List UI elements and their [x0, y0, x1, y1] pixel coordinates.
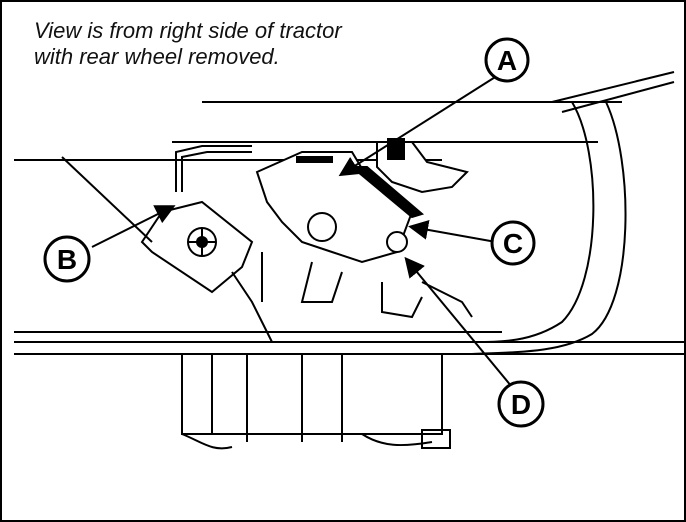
fender [471, 71, 675, 355]
callout-b-label: B [57, 244, 77, 275]
figure-caption: View is from right side of tractor with … [34, 18, 342, 70]
callout-a-label: A [497, 45, 517, 76]
callout-d: D [497, 380, 545, 428]
callout-leaders [91, 73, 513, 388]
caption-line-2: with rear wheel removed. [34, 44, 280, 69]
callout-c: C [490, 220, 536, 266]
left-bracket [61, 145, 254, 294]
callout-c-label: C [503, 228, 523, 259]
caption-line-1: View is from right side of tractor [34, 18, 342, 43]
callout-d-label: D [511, 389, 531, 420]
bolt-b [187, 227, 217, 257]
callout-b: B [43, 235, 91, 283]
top-mechanism [296, 138, 469, 219]
main-lever [255, 151, 414, 264]
lower-housing [181, 353, 451, 450]
support-plate [231, 252, 473, 343]
callout-a: A [484, 37, 530, 83]
